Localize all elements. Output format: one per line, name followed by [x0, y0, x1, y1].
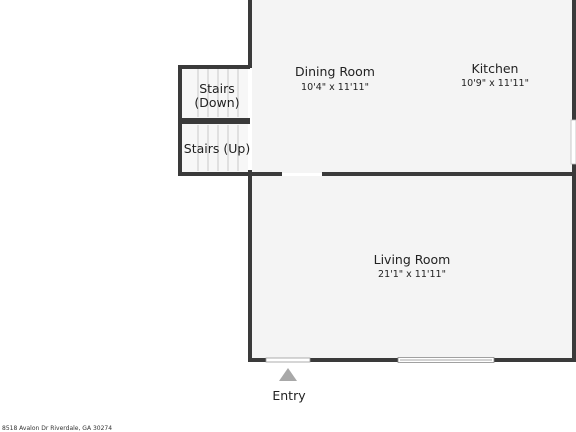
stairs-wall-bottom [178, 172, 252, 176]
wall-right-lower [572, 164, 576, 362]
dining-room-name: Dining Room [295, 64, 375, 79]
stairs-down-label-2: (Down) [194, 95, 239, 110]
living-room-dims: 21'1" x 11'11" [378, 269, 446, 280]
entry-label: Entry [272, 388, 306, 403]
dining-kitchen-floor [252, 0, 572, 173]
living-room-name: Living Room [374, 252, 451, 267]
entry-door [265, 357, 311, 363]
stairs-down-treads [197, 69, 239, 117]
right-wall-opening [570, 119, 576, 165]
stairs-wall-top [178, 65, 250, 69]
wall-partition-right [322, 172, 576, 176]
entry-arrow-icon [279, 368, 297, 381]
wall-left-upper [248, 0, 252, 68]
stairs-down-floor [182, 68, 248, 118]
wall-bottom-mid [310, 358, 398, 362]
walls [178, 0, 576, 362]
stairs-down-label-1: Stairs [199, 81, 235, 96]
stairs-up-floor [182, 124, 248, 172]
stairs-up-label: Stairs (Up) [184, 141, 250, 156]
dining-room-dims: 10'4" x 11'11" [301, 82, 369, 93]
wall-bottom-right [494, 358, 576, 362]
wall-bottom-left [248, 358, 266, 362]
kitchen-name: Kitchen [472, 61, 519, 76]
wall-partition-left [248, 172, 282, 176]
wall-left-lower [248, 170, 252, 362]
kitchen-dims: 10'9" x 11'11" [461, 78, 529, 89]
property-address: 8518 Avalon Dr Riverdale, GA 30274 [2, 425, 113, 432]
living-room-floor [252, 176, 572, 358]
stairs-up-treads [197, 125, 239, 171]
stairs-wall-middle [178, 118, 250, 124]
wall-right-upper [572, 0, 576, 120]
